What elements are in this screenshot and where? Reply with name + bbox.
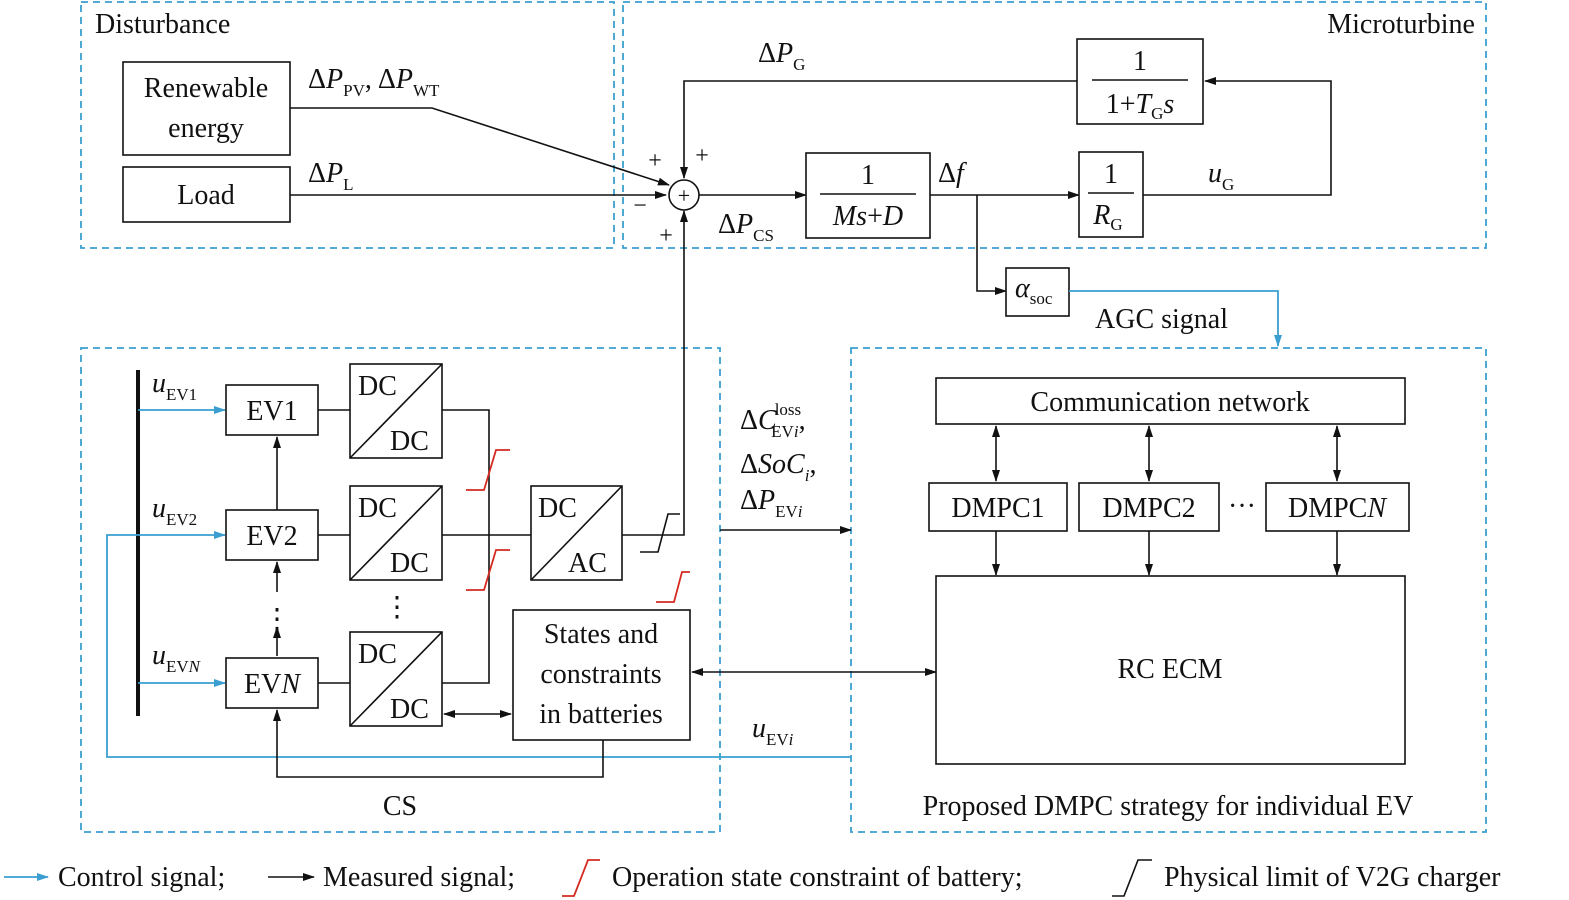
dmpc1-label: DMPC1 [951,493,1044,524]
dcdc-converter-1: DC DC [349,363,443,459]
droop-denominator: RG [1092,200,1122,234]
ev2-label: EV2 [246,521,297,552]
dmpc-dots: ··· [1228,491,1256,522]
dmpc2-label: DMPC2 [1102,493,1195,524]
ug-label: uG [1208,158,1234,194]
legend-physical-limit-mark [1112,859,1152,897]
inertia-transfer-block [805,152,931,239]
renewable-energy-label-line1: Renewable [144,73,268,104]
agc-signal-label: AGC signal [1095,304,1228,335]
svg-text:DC: DC [390,694,429,725]
load-block [122,166,291,223]
dc-bus-line [442,409,490,684]
minus-sign-left: − [633,193,647,219]
svg-text:DC: DC [358,371,397,402]
renewable-energy-block [122,61,291,156]
delta-pcs-label: ΔPCS [718,209,774,245]
dcdc-converter-n: DC DC [349,631,443,727]
legend-measured-signal-text: Measured signal; [323,862,515,893]
droop-transfer-block [1078,151,1144,238]
ug-feedback-line [1143,77,1332,196]
dcdc-converter-2: DC DC [349,485,443,581]
renewable-energy-label-line2: energy [168,113,244,144]
battery-states-block [512,609,691,741]
ev2-block [225,509,319,561]
summing-junction-symbol: + [678,183,690,208]
u-evi-feedback-line [106,534,851,758]
dmpcn-label: DMPCN [1288,493,1387,524]
plus-sign-left-top: + [648,148,662,174]
dcac-output-line [622,210,688,536]
svg-text:DC: DC [390,426,429,457]
u-evn-label: uEVN [152,640,202,676]
governor-numerator: 1 [1133,46,1147,77]
legend-op-constraint-mark [562,859,600,897]
communication-network-block [935,377,1406,425]
plus-sign-bottom: + [659,223,673,249]
svg-text:DC: DC [358,493,397,524]
battery-states-line1: States and [544,619,658,650]
plus-sign-right-top: + [695,143,709,169]
delta-f-to-alpha-line [976,195,1007,295]
cs-label: CS [383,791,417,822]
alpha-soc-label: αsoc [1015,273,1053,308]
microturbine-label: Microturbine [1327,9,1475,40]
droop-numerator: 1 [1104,159,1118,190]
delta-p-pv-wt-label: ΔPPV,ΔPWT [308,64,440,100]
dmpc2-block [1078,482,1220,532]
physical-limit-mark [640,513,680,553]
alpha-soc-block [1005,267,1070,317]
microturbine-region [622,1,1487,249]
u-evi-label: uEVi [752,713,794,749]
delta-pg-label: ΔPG [758,38,805,74]
disturbance-label: Disturbance [95,9,230,40]
battery-states-line2: constraints [540,659,661,690]
svg-text:AC: AC [568,548,607,579]
ev1-label: EV1 [246,396,297,427]
delta-pev-label: ΔPEVi [740,485,803,521]
dcac-converter: DC AC [530,485,623,581]
svg-text:DC: DC [358,639,397,670]
legend-control-signal-text: Control signal; [58,862,225,893]
delta-soc-label: ΔSoCi, [740,449,816,485]
legend-op-constraint-text: Operation state constraint of battery; [612,862,1023,893]
communication-network-label: Communication network [1030,387,1309,418]
proposed-strategy-label: Proposed DMPC strategy for individual EV [923,791,1414,822]
states-to-evn-line [273,709,604,778]
cs-region [80,347,721,833]
svg-text:DC: DC [538,493,577,524]
governor-transfer-block [1076,38,1204,125]
op-constraint-mark-1 [466,449,510,491]
rc-ecm-label: RC ECM [1117,654,1222,685]
dmpc-region [850,347,1487,833]
disturbance-region [80,1,615,249]
agc-signal-line [1069,290,1282,347]
delta-p-l-label: ΔPL [308,158,354,194]
battery-states-line3: in batteries [539,699,663,730]
renewable-signal-line [290,107,670,186]
inertia-denominator: Ms+D [832,201,903,232]
converter-vertical-dots: ⋮ [383,592,411,623]
rc-ecm-block [935,575,1406,765]
delta-f-label: Δf [938,158,967,189]
u-ev2-label: uEV2 [152,493,197,529]
svg-text:DC: DC [390,548,429,579]
legend-physical-limit-text: Physical limit of V2G charger [1164,862,1501,893]
governor-denominator: 1+TGs [1106,89,1175,123]
evn-label: EVN [244,669,301,700]
load-label: Load [177,180,235,211]
u-ev1-label: uEV1 [152,368,197,404]
inertia-numerator: 1 [861,160,875,191]
op-constraint-mark-2 [466,549,510,591]
op-constraint-mark-3 [656,571,690,603]
delta-pg-feedback-line [680,80,1077,179]
dmpc1-block [928,482,1068,532]
